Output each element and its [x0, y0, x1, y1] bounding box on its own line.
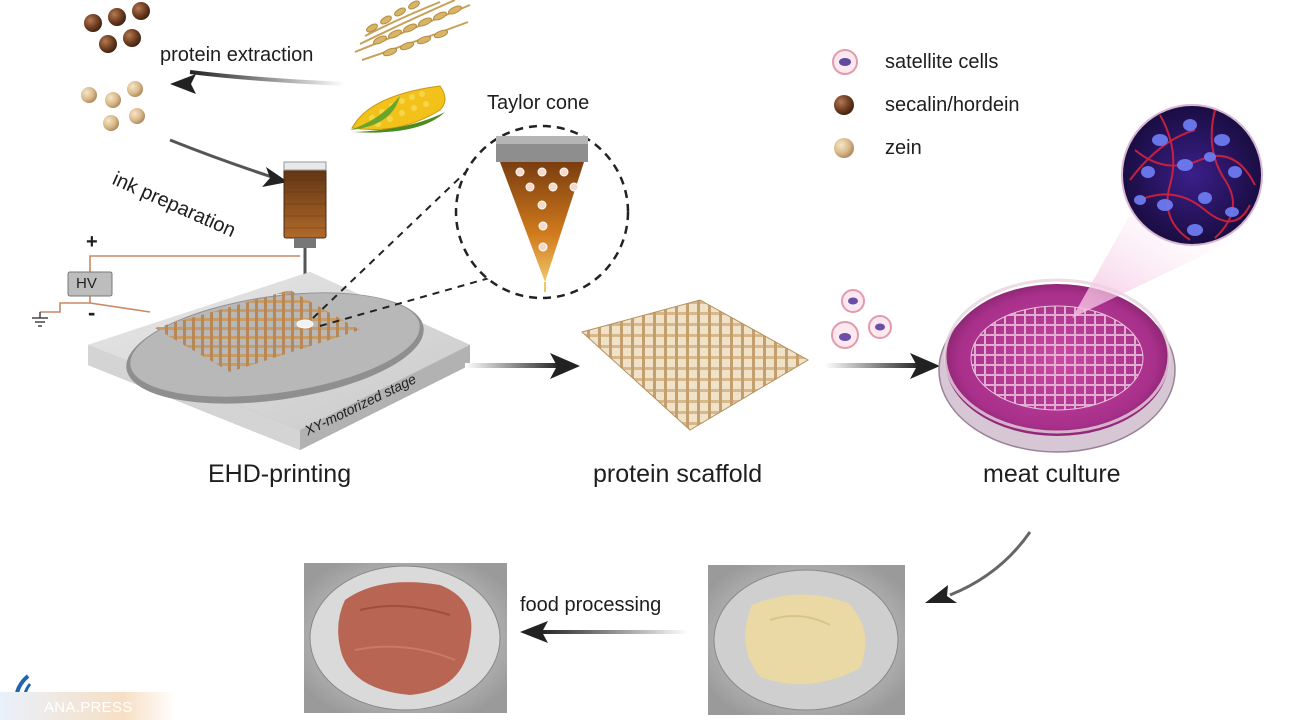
hv-box	[67, 271, 113, 297]
ink-preparation-arrow	[169, 138, 288, 187]
culture-dish	[938, 278, 1176, 453]
arrow-to-culture	[825, 353, 940, 379]
satellite-cell-icon	[832, 49, 858, 75]
negative-terminal-label: -	[88, 300, 96, 325]
wheat-icon	[354, 0, 471, 61]
corn-icon	[350, 85, 446, 133]
arrow-to-processing-photo	[925, 531, 1032, 603]
legend-item-satellite-cells: satellite cells	[885, 51, 999, 73]
brown-bead-icon	[834, 95, 854, 115]
protein-extraction-label: protein extraction	[160, 44, 314, 66]
watermark-text: ANA.PRESS	[44, 699, 133, 716]
protein-scaffold	[580, 299, 810, 431]
positive-terminal-label: +	[86, 231, 98, 253]
taylor-cone-inset	[454, 124, 630, 300]
zoom-lines	[312, 167, 501, 327]
xy-motorized-stage	[88, 272, 470, 450]
food-processing-arrow	[520, 621, 688, 643]
taylor-cone-label: Taylor cone	[487, 92, 590, 114]
ehd-printing-label: EHD-printing	[208, 460, 352, 488]
legend-item-secalin-hordein: secalin/hordein	[885, 94, 1020, 116]
hv-circuit	[40, 255, 300, 313]
satellite-cells-group	[831, 289, 892, 349]
legend-item-zein: zein	[885, 137, 922, 159]
arrow-to-scaffold	[465, 353, 580, 379]
protein-scaffold-label: protein scaffold	[593, 460, 763, 488]
zein-beads	[81, 81, 145, 131]
cultured-scaffold-photo	[708, 565, 905, 715]
secalin-beads	[84, 2, 150, 53]
micrograph-inset	[1121, 104, 1263, 246]
watermark-strip	[0, 692, 176, 720]
cultured-meat-photo	[304, 563, 507, 713]
meat-culture-label: meat culture	[983, 460, 1121, 488]
food-processing-label: food processing	[520, 594, 662, 616]
protein-extraction-arrow	[170, 70, 346, 94]
hv-label: HV	[76, 275, 97, 292]
tan-bead-icon	[834, 138, 854, 158]
ground-icon	[32, 312, 48, 327]
